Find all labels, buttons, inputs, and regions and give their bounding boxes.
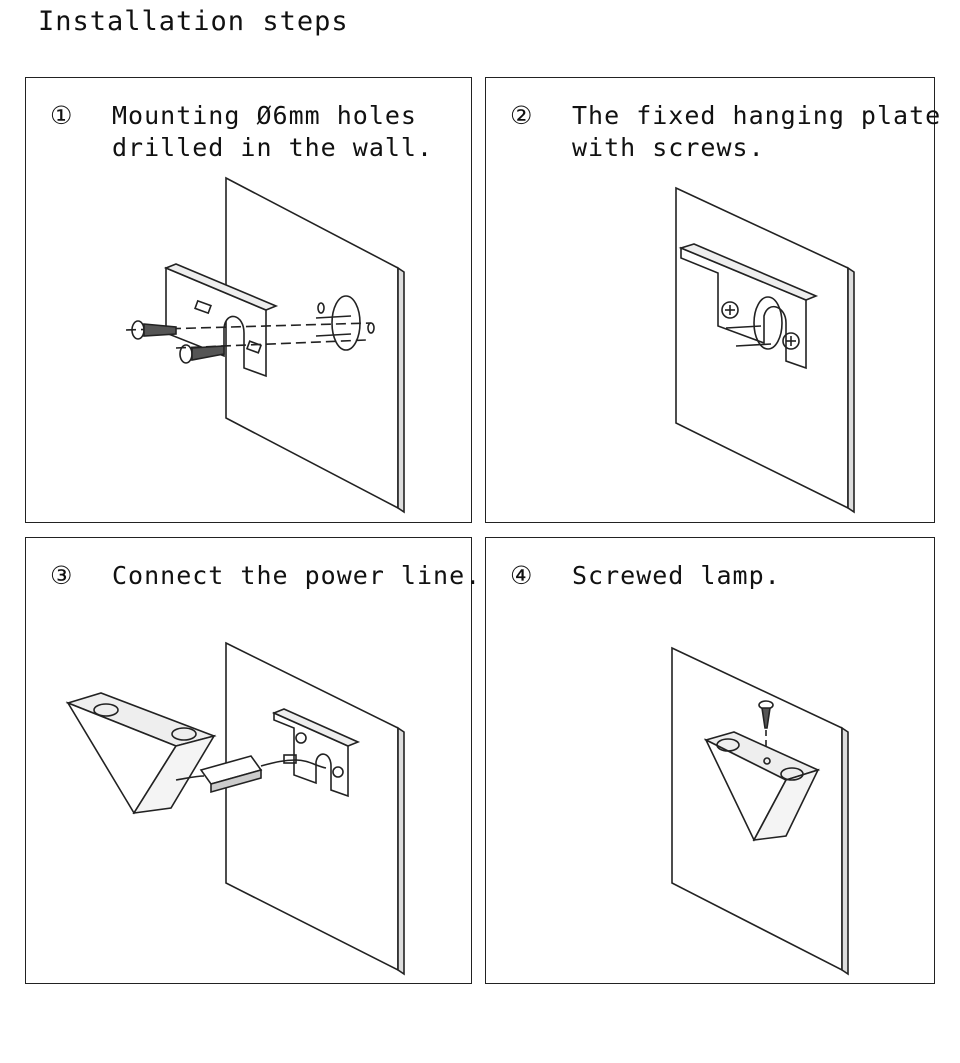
step-1-panel: ① Mounting Ø6mm holes drilled in the wall… bbox=[25, 77, 472, 523]
step-number: ① bbox=[50, 101, 74, 130]
step-3-caption: ③ Connect the power line. bbox=[50, 560, 481, 592]
step-number: ③ bbox=[50, 561, 74, 590]
step-2-panel: ② The fixed hanging plate with screws. bbox=[485, 77, 940, 523]
step-1-illustration bbox=[125, 176, 405, 514]
caption-line: drilled in the wall. bbox=[112, 133, 434, 162]
step-3-illustration bbox=[65, 641, 405, 976]
caption-line: The fixed hanging plate bbox=[572, 101, 942, 130]
step-2-illustration bbox=[675, 186, 855, 514]
step-number: ② bbox=[510, 101, 534, 130]
wall bbox=[675, 186, 849, 510]
caption-line: Mounting Ø6mm holes bbox=[112, 101, 417, 130]
screw-icon bbox=[179, 344, 225, 364]
wall bbox=[225, 641, 399, 972]
step-number: ④ bbox=[510, 561, 534, 590]
step-3-panel: ③ Connect the power line. bbox=[25, 537, 480, 984]
caption-line: Screwed lamp. bbox=[572, 561, 781, 590]
hanging-bracket bbox=[273, 711, 349, 798]
step-4-panel: ④ Screwed lamp. bbox=[485, 537, 935, 984]
screw-icon bbox=[721, 301, 739, 319]
lamp-icon bbox=[65, 692, 217, 815]
screw-icon bbox=[782, 332, 800, 350]
screw-icon bbox=[758, 700, 774, 729]
page-title: Installation steps bbox=[38, 6, 349, 37]
caption-line: with screws. bbox=[572, 133, 765, 162]
step-4-caption: ④ Screwed lamp. bbox=[510, 560, 781, 592]
lamp-icon bbox=[703, 731, 821, 842]
step-4-illustration bbox=[671, 646, 849, 976]
hanging-bracket bbox=[680, 246, 807, 370]
step-1-caption: ① Mounting Ø6mm holes drilled in the wall… bbox=[50, 100, 433, 164]
screw-icon bbox=[131, 320, 177, 340]
step-2-caption: ② The fixed hanging plate with screws. bbox=[510, 100, 941, 164]
caption-line: Connect the power line. bbox=[112, 561, 482, 590]
driver-icon bbox=[199, 755, 263, 794]
hanging-bracket bbox=[165, 266, 267, 378]
